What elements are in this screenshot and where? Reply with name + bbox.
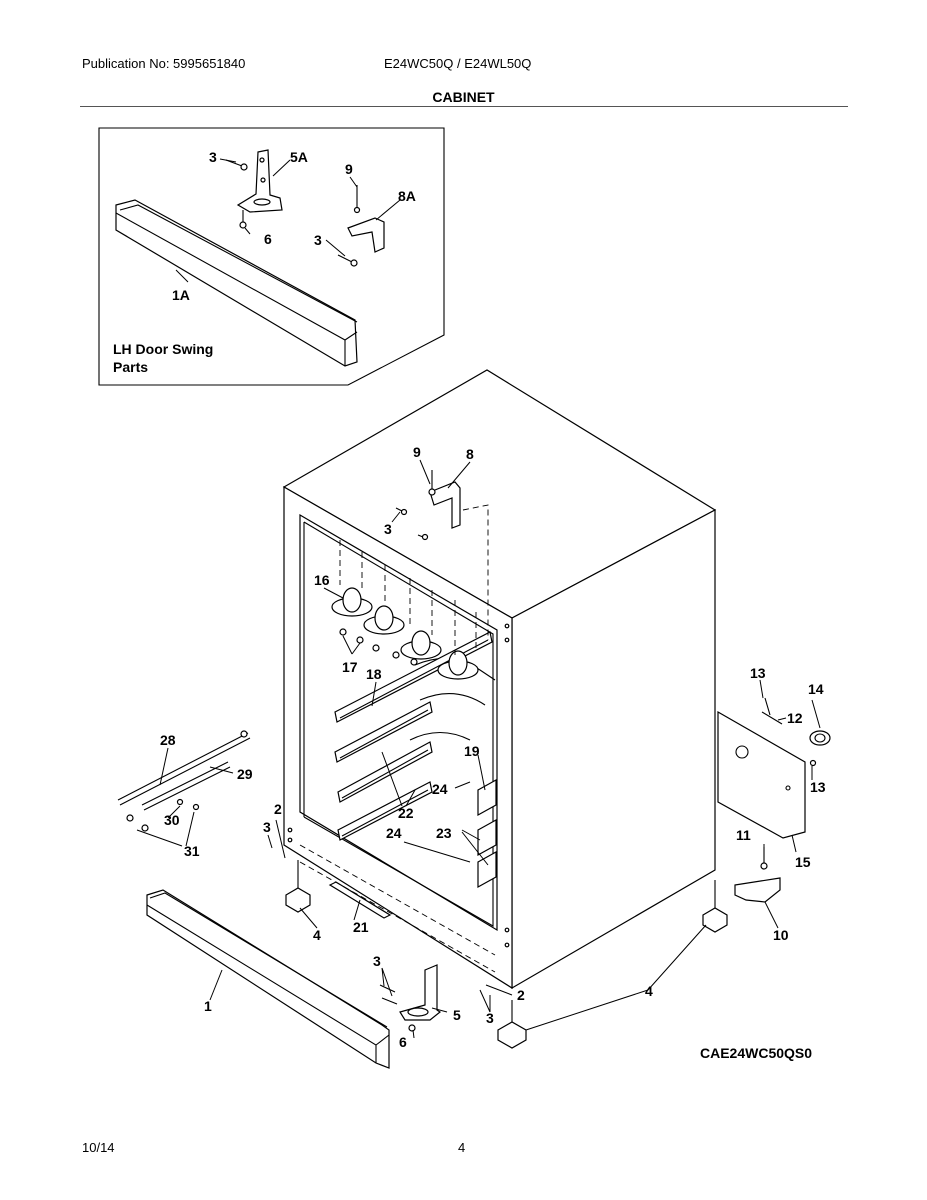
- bracket-8a-shape: [347, 217, 385, 253]
- leader-lines: [136, 459, 821, 1039]
- publication-number: Publication No: 5995651840: [82, 56, 246, 71]
- inset-label-line2: Parts: [113, 359, 148, 375]
- plate-10: [734, 877, 781, 903]
- callout-1: 1: [204, 998, 212, 1014]
- callout-6: 6: [399, 1034, 407, 1050]
- callout-3: 3: [486, 1010, 494, 1026]
- shelf-rods: [117, 730, 251, 832]
- callout-13: 13: [750, 665, 766, 681]
- callout-9: 9: [345, 161, 353, 177]
- callout-1a: 1A: [172, 287, 190, 303]
- callout-2: 2: [274, 801, 282, 817]
- callout-4: 4: [645, 983, 653, 999]
- leveling-legs: [285, 860, 728, 1049]
- callout-29: 29: [237, 766, 253, 782]
- callout-16: 16: [314, 572, 330, 588]
- callout-28: 28: [160, 732, 176, 748]
- callout-8a: 8A: [398, 188, 416, 204]
- callout-4: 4: [313, 927, 321, 943]
- callout-9: 9: [413, 444, 421, 460]
- section-title: CABINET: [432, 89, 495, 105]
- frame-screws: [287, 623, 510, 948]
- callout-8: 8: [466, 446, 474, 462]
- callout-5: 5: [453, 1007, 461, 1023]
- diagram-code: CAE24WC50QS0: [700, 1045, 813, 1061]
- cabinet-assembly: [282, 369, 717, 990]
- callout-24: 24: [386, 825, 402, 841]
- callout-13: 13: [810, 779, 826, 795]
- screws-17: [339, 628, 418, 666]
- callout-21: 21: [353, 919, 369, 935]
- light-sockets: [331, 587, 479, 680]
- callouts: 9 8 3 16 17 18 28 29 30 31 22 19 24 23 2…: [160, 444, 826, 1050]
- callout-10: 10: [773, 927, 789, 943]
- trim-1a-shape: [115, 199, 358, 367]
- callout-3: 3: [209, 149, 217, 165]
- callout-22: 22: [398, 805, 414, 821]
- model-numbers: E24WC50Q / E24WL50Q: [384, 56, 532, 71]
- callout-24: 24: [432, 781, 448, 797]
- header-rule: [80, 106, 848, 107]
- callout-19: 19: [464, 743, 480, 759]
- top-hinge: [395, 470, 461, 541]
- callout-3: 3: [263, 819, 271, 835]
- callout-12: 12: [787, 710, 803, 726]
- callout-31: 31: [184, 843, 200, 859]
- callout-5a: 5A: [290, 149, 308, 165]
- callout-3: 3: [373, 953, 381, 969]
- hinge-5a-shape: [236, 149, 283, 213]
- bottom-hinge: [379, 964, 442, 1032]
- callout-6: 6: [264, 231, 272, 247]
- rear-bracket: [717, 697, 831, 903]
- inset-label-line1: LH Door Swing: [113, 341, 213, 357]
- kick-plate-1: [146, 889, 390, 1069]
- callout-18: 18: [366, 666, 382, 682]
- callout-2: 2: [517, 987, 525, 1003]
- callout-11: 11: [736, 827, 751, 843]
- callout-3: 3: [384, 521, 392, 537]
- callout-23: 23: [436, 825, 452, 841]
- callout-17: 17: [342, 659, 358, 675]
- callout-3: 3: [314, 232, 322, 248]
- callout-15: 15: [795, 854, 811, 870]
- callout-14: 14: [808, 681, 824, 697]
- callout-30: 30: [164, 812, 180, 828]
- page-number: 4: [458, 1140, 466, 1155]
- slide-brackets: [477, 778, 497, 889]
- lh-door-swing-inset: 3 5A 9 8A 6 3 1A LH Door Swing Parts: [98, 127, 445, 386]
- footer-date: 10/14: [82, 1140, 115, 1155]
